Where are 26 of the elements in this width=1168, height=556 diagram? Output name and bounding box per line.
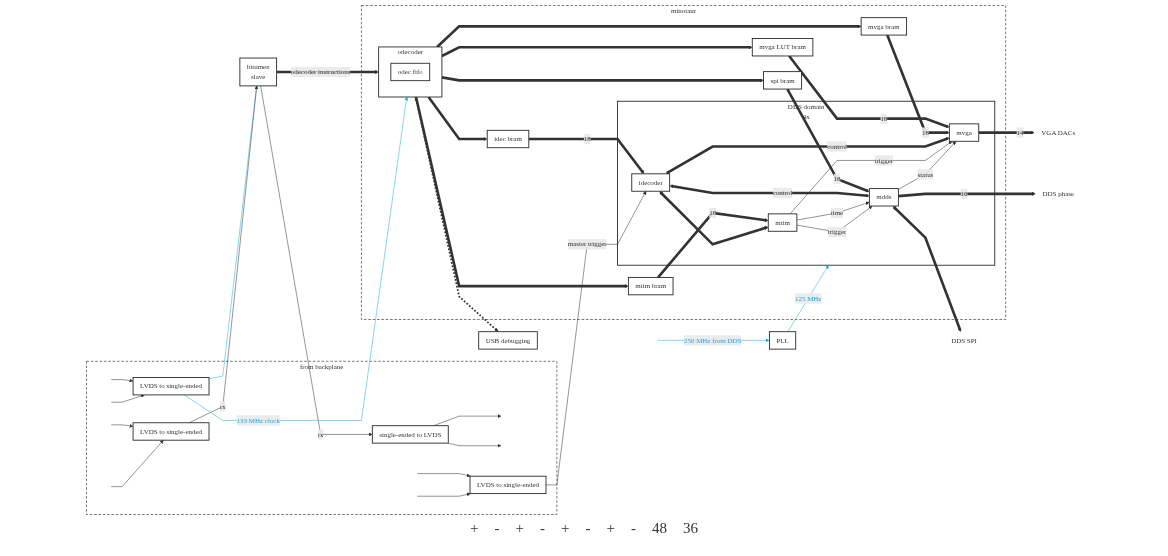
signal-label: - bbox=[585, 520, 591, 537]
signal-label: 48 bbox=[651, 520, 667, 537]
arrow bbox=[656, 211, 769, 279]
arrow bbox=[669, 184, 870, 198]
arrow bbox=[435, 24, 861, 48]
arrow bbox=[659, 191, 769, 246]
signal-label: + bbox=[606, 520, 615, 537]
arrow bbox=[414, 96, 629, 288]
signal-label: 36 bbox=[682, 520, 698, 537]
arrow bbox=[785, 88, 870, 193]
arrow bbox=[665, 137, 950, 175]
signal-label: - bbox=[630, 520, 636, 537]
arrow bbox=[441, 76, 764, 83]
arrow bbox=[885, 34, 950, 135]
arrow bbox=[787, 55, 950, 128]
arrow bbox=[892, 205, 962, 332]
arrow bbox=[897, 191, 1036, 198]
signal-label: - bbox=[540, 520, 545, 537]
signal-label: + bbox=[561, 520, 570, 537]
arrow bbox=[427, 96, 488, 141]
signal-label: + bbox=[470, 520, 479, 537]
signal-label: + bbox=[515, 520, 524, 537]
arrow bbox=[528, 137, 644, 174]
arrow bbox=[978, 130, 1035, 135]
arrow bbox=[441, 45, 753, 58]
signal-label: - bbox=[494, 520, 500, 537]
